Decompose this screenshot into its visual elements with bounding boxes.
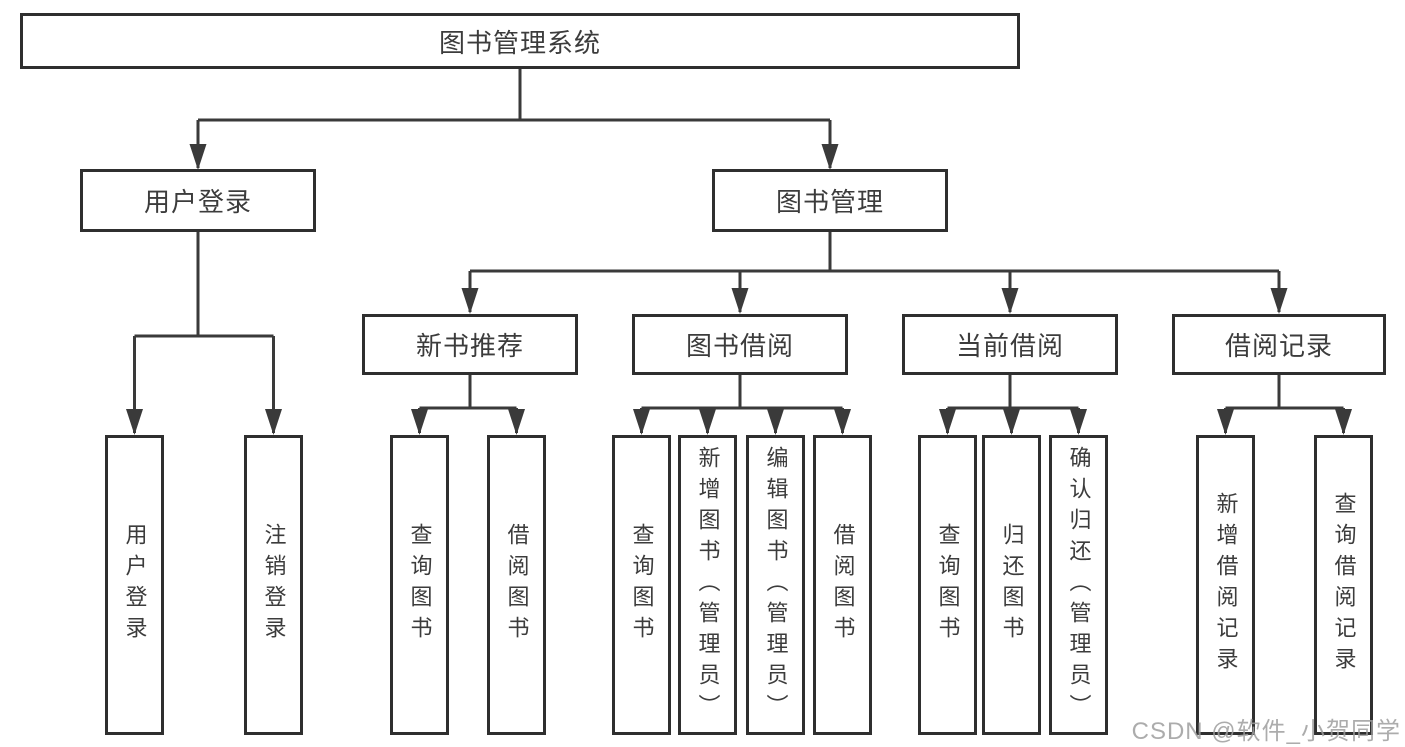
leaf-query-books-borrow-label: 查询图书 xyxy=(629,523,655,647)
node-root: 图书管理系统 xyxy=(20,13,1020,69)
leaf-query-books-recommend: 查询图书 xyxy=(390,435,449,735)
leaf-add-borrow-record: 新增借阅记录 xyxy=(1196,435,1255,735)
leaf-borrow-books-recommend-label: 借阅图书 xyxy=(504,523,530,647)
node-new-book-recommendation: 新书推荐 xyxy=(362,314,578,375)
leaf-logout: 注销登录 xyxy=(244,435,303,735)
node-current-borrowing-label: 当前借阅 xyxy=(955,331,1064,361)
leaf-return-books: 归还图书 xyxy=(982,435,1041,735)
leaf-user-login-label: 用户登录 xyxy=(122,523,148,647)
leaf-edit-book-admin-label: 编辑图书（管理员） xyxy=(763,445,789,725)
leaf-logout-label: 注销登录 xyxy=(261,523,287,647)
leaf-user-login: 用户登录 xyxy=(105,435,164,735)
leaf-add-book-admin-label: 新增图书（管理员） xyxy=(695,445,721,725)
node-book-borrowing: 图书借阅 xyxy=(632,314,848,375)
watermark: CSDN @软件_小贺同学 xyxy=(1131,718,1401,745)
connector-lines xyxy=(133,69,1345,433)
leaf-borrow-books-2: 借阅图书 xyxy=(813,435,872,735)
node-book-management: 图书管理 xyxy=(712,169,948,232)
node-user-login: 用户登录 xyxy=(80,169,316,232)
node-book-management-label: 图书管理 xyxy=(775,187,884,217)
leaf-add-book-admin: 新增图书（管理员） xyxy=(678,435,737,735)
leaf-query-borrow-record-label: 查询借阅记录 xyxy=(1331,492,1357,678)
leaf-add-borrow-record-label: 新增借阅记录 xyxy=(1213,492,1239,678)
leaf-query-books-recommend-label: 查询图书 xyxy=(407,523,433,647)
leaf-query-books-current-label: 查询图书 xyxy=(935,523,961,647)
node-book-borrowing-label: 图书借阅 xyxy=(685,331,794,361)
leaf-confirm-return-admin: 确认归还（管理员） xyxy=(1049,435,1108,735)
leaf-query-books-borrow: 查询图书 xyxy=(612,435,671,735)
node-borrowing-records-label: 借阅记录 xyxy=(1224,331,1333,361)
leaf-edit-book-admin: 编辑图书（管理员） xyxy=(746,435,805,735)
node-root-label: 图书管理系统 xyxy=(438,27,601,58)
leaf-query-borrow-record: 查询借阅记录 xyxy=(1314,435,1373,735)
leaf-borrow-books-recommend: 借阅图书 xyxy=(487,435,546,735)
node-borrowing-records: 借阅记录 xyxy=(1172,314,1386,375)
leaf-borrow-books-2-label: 借阅图书 xyxy=(830,523,856,647)
leaf-query-books-current: 查询图书 xyxy=(918,435,977,735)
node-current-borrowing: 当前借阅 xyxy=(902,314,1118,375)
leaf-return-books-label: 归还图书 xyxy=(999,523,1025,647)
node-new-book-recommendation-label: 新书推荐 xyxy=(415,331,524,361)
leaf-confirm-return-admin-label: 确认归还（管理员） xyxy=(1066,445,1092,725)
node-user-login-label: 用户登录 xyxy=(143,187,252,217)
